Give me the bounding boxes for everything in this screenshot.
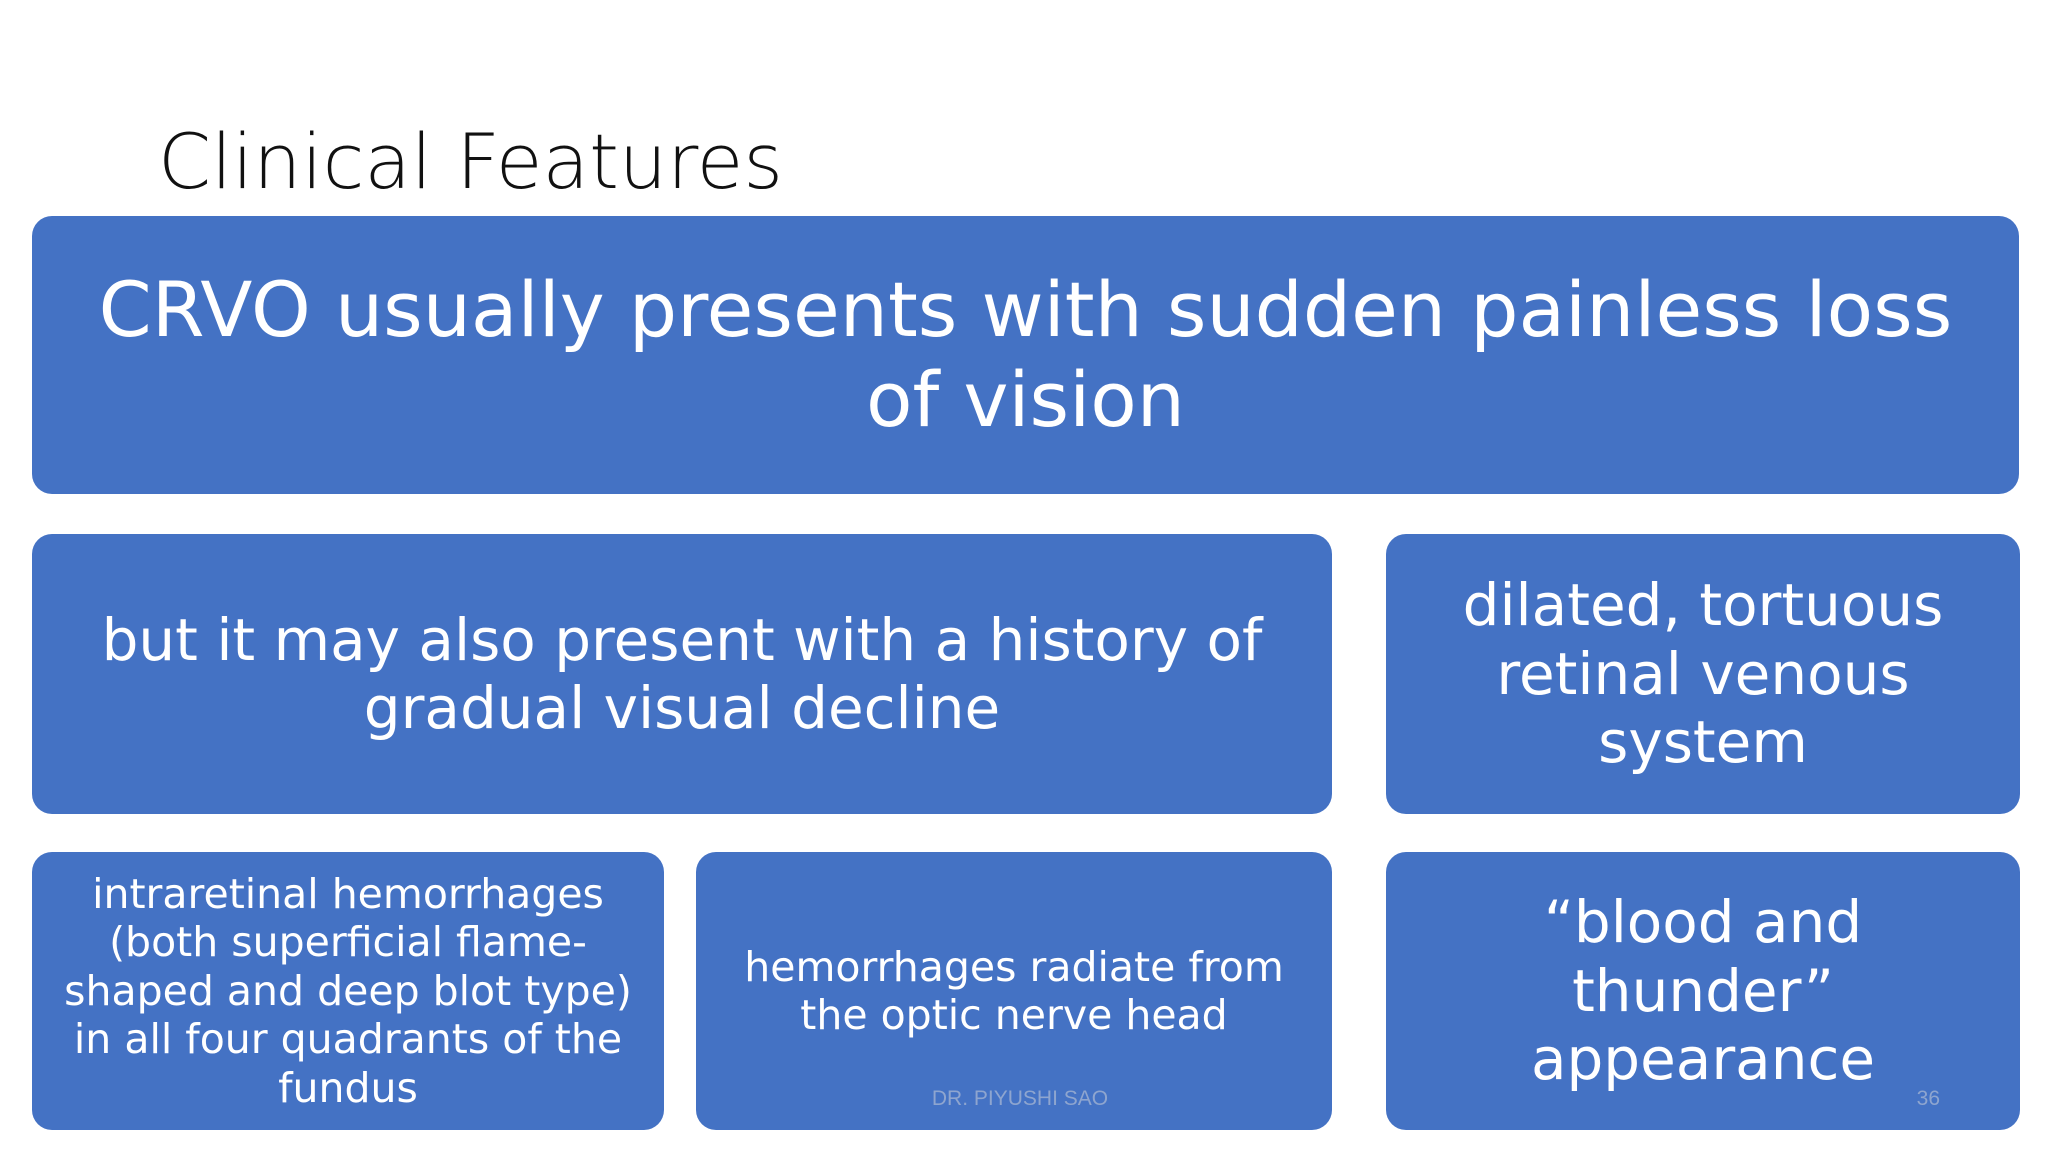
feature-box-gradual-decline: but it may also present with a history o… (32, 534, 1332, 814)
feature-text: dilated, tortuous retinal venous system (1462, 571, 1944, 777)
feature-text: but it may also present with a history o… (101, 605, 1263, 742)
feature-box-blood-and-thunder: “blood and thunder” appearance (1386, 852, 2020, 1130)
feature-box-intraretinal-hemorrhages: intraretinal hemorrhages (both superfici… (32, 852, 664, 1130)
feature-text: CRVO usually presents with sudden painle… (98, 265, 1953, 444)
slide-title: Clinical Features (158, 117, 783, 206)
feature-box-dilated-veins: dilated, tortuous retinal venous system (1386, 534, 2020, 814)
feature-box-sudden-loss: CRVO usually presents with sudden painle… (32, 216, 2019, 494)
feature-text: hemorrhages radiate from the optic nerve… (744, 942, 1284, 1039)
feature-box-radiating-hemorrhages: hemorrhages radiate from the optic nerve… (696, 852, 1332, 1130)
slide-footer: DR. PIYUSHI SAO (931, 1087, 1109, 1110)
slide-number: 36 (1916, 1087, 1940, 1110)
feature-text: “blood and thunder” appearance (1530, 888, 1876, 1094)
feature-text: intraretinal hemorrhages (both superfici… (64, 870, 632, 1112)
